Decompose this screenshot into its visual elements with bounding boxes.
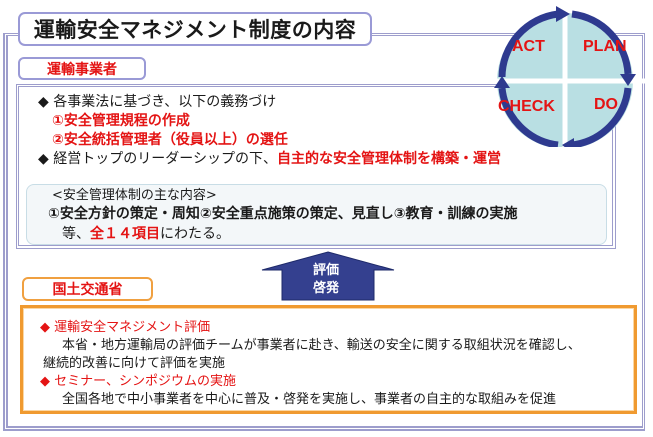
pdca-plan-label: PLAN [583, 38, 627, 55]
pdca-do-label: DO [594, 96, 618, 113]
mlit-item-evaluation-heading: ◆ 運輸安全マネジメント評価 [40, 320, 211, 335]
page-title: 運輸安全マネジメント制度の内容 [18, 12, 372, 46]
evaluation-arrow-text: 評価 啓発 [312, 263, 339, 296]
leadership-highlight: 自主的な安全管理体制を構築・運営 [276, 151, 501, 167]
pdca-cycle: ACT PLAN CHECK DO [480, 2, 650, 154]
mlit-item-seminar-desc: 全国各地で中小事業者を中心に普及・啓発を実施し、事業者の自主的な取組みを促進 [62, 392, 557, 407]
mlit-item-seminar-heading: ◆ セミナー、シンポジウムの実施 [40, 374, 237, 389]
duty-safety-rules: ①安全管理規程の作成 [52, 113, 190, 129]
mlit-item-evaluation-desc-2: 継続的改善に向けて評価を実施 [43, 356, 226, 371]
operator-label: 運輸事業者 [18, 57, 146, 80]
pdca-check-label: CHECK [498, 98, 555, 115]
mlit-label: 国土交通省 [22, 277, 153, 301]
mlit-item-evaluation-desc-1: 本省・地方運輸局の評価チームが事業者に赴き、輸送の安全に関する取組状況を確認し、 [62, 338, 581, 353]
item-count-highlight: 全１４項目 [90, 226, 160, 242]
bullet-leadership: ◆ 経営トップのリーダーシップの下、自主的な安全管理体制を構築・運営 [38, 150, 501, 168]
content-heading: <安全管理体制の主な内容> [52, 188, 217, 203]
mlit-panel [20, 305, 637, 414]
diamond-bullet-icon: ◆ [38, 94, 49, 110]
evaluation-arrow-icon [261, 251, 395, 301]
content-summary: 等、全１４項目にわたる。 [62, 226, 230, 242]
duty-safety-manager: ②安全統括管理者（役員以上）の選任 [52, 132, 288, 148]
diamond-bullet-icon: ◆ [40, 374, 50, 389]
diamond-bullet-icon: ◆ [40, 320, 50, 335]
duties-text: 各事業法に基づき、以下の義務づけ [53, 94, 277, 110]
content-items: ①安全方針の策定・周知②安全重点施策の策定、見直し③教育・訓練の実施 [48, 206, 518, 222]
diamond-bullet-icon: ◆ [38, 151, 49, 167]
pdca-act-label: ACT [512, 38, 545, 55]
leadership-text: 経営トップのリーダーシップの下、 [53, 151, 277, 167]
pdca-cycle-icon [490, 6, 645, 154]
safety-system-content-box [26, 184, 607, 245]
bullet-duties: ◆ 各事業法に基づき、以下の義務づけ [38, 93, 276, 111]
